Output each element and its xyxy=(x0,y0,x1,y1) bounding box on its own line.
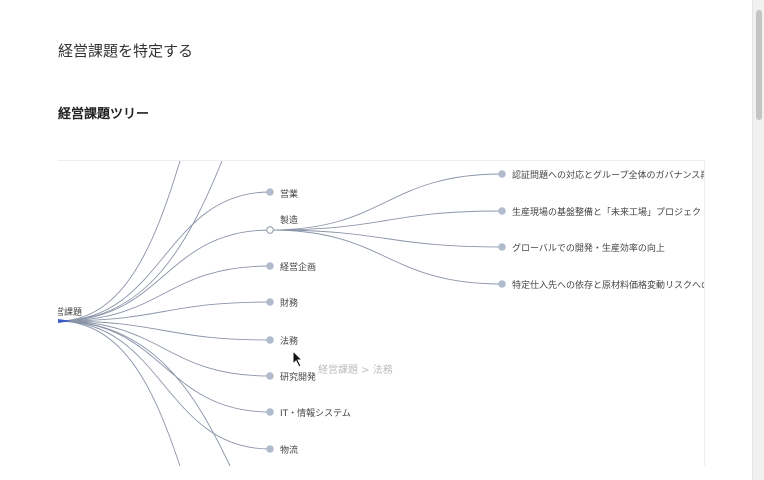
section-title: 経営課題ツリー xyxy=(58,107,150,122)
tree-link xyxy=(269,210,503,231)
tree-node[interactable] xyxy=(266,188,274,196)
page-title: 経営課題を特定する xyxy=(58,42,194,60)
tree-link-offscreen xyxy=(58,320,181,466)
tree-leaf-node[interactable] xyxy=(498,280,506,288)
tree-leaf-node[interactable] xyxy=(498,243,506,251)
tree-link xyxy=(58,320,271,413)
issue-tree-chart[interactable]: 経営課題 営業 製造 経営企画 財務 法務 研究開発 IT・情報システム 物流 … xyxy=(58,160,705,466)
tree-link-offscreen xyxy=(58,161,223,322)
tree-leaf-label[interactable]: 認証問題への対応とグループ全体のガバナンス再構築 xyxy=(512,171,704,181)
tree-leaf-label[interactable]: 生産現場の基盤整備と「未来工場」プロジェクト xyxy=(512,208,705,218)
tree-link xyxy=(58,320,271,377)
scrollbar[interactable] xyxy=(752,0,764,480)
tree-link-offscreen xyxy=(58,320,231,466)
tree-leaf-node[interactable] xyxy=(498,207,506,215)
tree-link xyxy=(269,229,503,248)
tree-links xyxy=(58,161,506,466)
root-node-marker[interactable] xyxy=(58,319,72,323)
tree-node[interactable] xyxy=(266,445,274,453)
tree-node-label[interactable]: 経営企画 xyxy=(280,263,317,273)
tree-node[interactable] xyxy=(266,408,274,416)
expanded-node[interactable] xyxy=(266,226,274,234)
tree-link xyxy=(58,301,271,322)
tree-node-label[interactable]: IT・情報システム xyxy=(280,409,351,419)
tree-node-label[interactable]: 研究開発 xyxy=(280,373,317,383)
tree-leaf-label[interactable]: 特定仕入先への依存と原材料価格変動リスクへの対応 xyxy=(512,281,704,291)
tree-node[interactable] xyxy=(266,336,274,344)
tree-link xyxy=(58,320,271,450)
tree-link xyxy=(58,229,271,322)
tree-node-label[interactable]: 法務 xyxy=(280,337,299,347)
tree-node[interactable] xyxy=(266,262,274,270)
tree-leaf-label[interactable]: グローバルでの開発・生産効率の向上 xyxy=(512,244,665,254)
mouse-cursor-icon xyxy=(292,350,304,368)
tree-link xyxy=(269,229,503,285)
tree-link xyxy=(58,265,271,322)
tree-link xyxy=(58,191,271,322)
tree-link-offscreen xyxy=(58,161,181,322)
tree-leaf-node[interactable] xyxy=(498,170,506,178)
tree-node-label[interactable]: 製造 xyxy=(280,216,299,226)
tree-link xyxy=(269,173,503,231)
tree-node[interactable] xyxy=(266,372,274,380)
scrollbar-thumb[interactable] xyxy=(756,10,762,120)
tree-node-label[interactable]: 営業 xyxy=(280,190,299,200)
breadcrumb-tooltip: 経営課題 > 法務 xyxy=(318,365,393,376)
tree-node-label[interactable]: 物流 xyxy=(280,446,299,456)
tree-link xyxy=(58,320,271,341)
tree-node[interactable] xyxy=(266,298,274,306)
tree-node-label[interactable]: 財務 xyxy=(280,299,299,309)
tree-root-label: 経営課題 xyxy=(58,308,83,318)
